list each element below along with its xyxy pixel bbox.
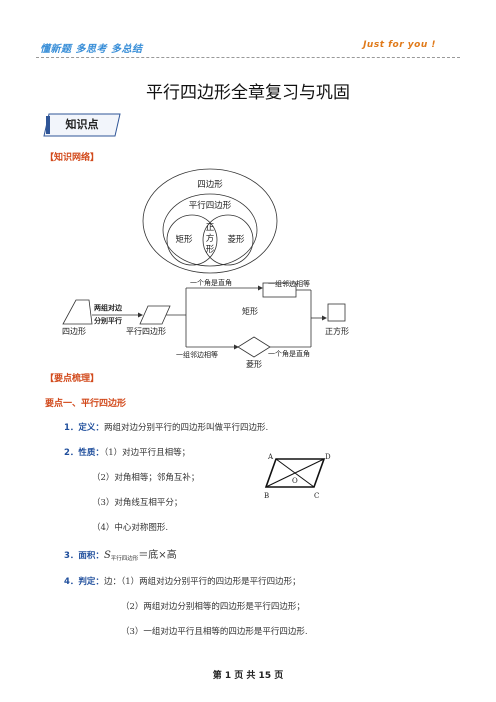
criterion-1: （1）两组对边分别平行的四边形是平行四边形； (120, 577, 301, 587)
vertex-C: C (314, 492, 319, 500)
criterion-2: （2）两组对边分别相等的四边形是平行四边形； (121, 602, 305, 612)
criteria-prefix: 边： (103, 577, 121, 587)
flow-square-label: 正方形 (325, 326, 349, 336)
property-2: （2）对角相等；邻角互补； (92, 473, 200, 483)
section-network: 【知识网络】 (45, 153, 100, 163)
area-num: 3． (64, 551, 79, 561)
venn-left-label: 矩形 (175, 234, 193, 245)
venn-center-2: 方 (206, 233, 215, 244)
flow-bottom-cond: 一组邻边相等 (176, 350, 218, 359)
venn-diagram: 四边形 平行四边形 矩形 菱形 正 方 形 (142, 168, 278, 274)
header-motto: Just for you ! (363, 40, 436, 50)
badge-label: 知识点 (65, 118, 99, 131)
property-3: （3）对角线互相平分； (92, 498, 183, 508)
vertex-D: D (325, 453, 331, 461)
definition-text: 两组对边分别平行的四边形叫做平行四边形. (103, 423, 269, 433)
properties-label: 性质： (78, 448, 104, 458)
venn-center-1: 正 (206, 223, 215, 233)
definition-label: 定义： (78, 423, 104, 433)
area-formula: ＝底×高 (138, 550, 177, 561)
area-line: 3．面积：S平行四边形＝底×高 (64, 546, 177, 562)
area-label: 面积： (78, 551, 104, 561)
properties-num: 2． (64, 448, 79, 458)
criterion-3: （3）一组对边平行且相等的四边形是平行四边形. (121, 627, 308, 637)
criteria-line: 4．判定：边：（1）两组对边分别平行的四边形是平行四边形； (64, 575, 301, 587)
vertex-A: A (267, 453, 274, 461)
flow-rect-cond: 一组邻边相等 (268, 279, 310, 288)
venn-middle-label: 平行四边形 (189, 200, 232, 211)
flow-rect-label: 矩形 (242, 306, 258, 316)
area-symbol: S (103, 550, 111, 561)
criteria-num: 4． (64, 577, 79, 587)
section-summary: 【要点梳理】 (45, 374, 100, 384)
header-divider (36, 57, 460, 58)
flow-quad-label: 四边形 (62, 326, 86, 336)
page-title: 平行四边形全章复习与巩固 (146, 83, 350, 103)
venn-center-3: 形 (206, 245, 215, 255)
area-subscript: 平行四边形 (110, 556, 139, 562)
page-footer: 第 1 页 共 15 页 (212, 671, 284, 681)
definition-num: 1． (64, 423, 79, 433)
vertex-O: O (292, 477, 298, 485)
definition-line: 1．定义：两组对边分别平行的四边形叫做平行四边形. (64, 421, 268, 433)
badge-frame (43, 113, 121, 137)
properties-line: 2．性质：（1）对边平行且相等； (64, 446, 190, 458)
venn-outer-label: 四边形 (197, 179, 223, 190)
property-1: （1）对边平行且相等； (103, 448, 191, 458)
criteria-label: 判定： (78, 577, 104, 587)
venn-right-label: 菱形 (227, 234, 245, 245)
flow-rhombus-cond: 一个角是直角 (268, 349, 310, 358)
point1-heading: 要点一、平行四边形 (45, 399, 127, 409)
property-4: （4）中心对称图形. (92, 523, 169, 533)
vertex-B: B (264, 492, 269, 500)
flow-rhombus-label: 菱形 (246, 359, 262, 369)
flow-para-label: 平行四边形 (126, 326, 166, 336)
flow-cond1-line2: 分别平行 (94, 316, 122, 325)
parallelogram-figure: A D O B C (264, 453, 331, 500)
flow-cond1-line1: 两组对边 (94, 303, 123, 312)
header-slogan: 懂新题 多思考 多总结 (40, 44, 143, 55)
flow-top-cond: 一个角是直角 (190, 278, 232, 287)
flow-diagram: 四边形 两组对边 分别平行 平行四边形 一个角是直角 一组邻边相等 矩形 菱形 … (62, 278, 349, 369)
